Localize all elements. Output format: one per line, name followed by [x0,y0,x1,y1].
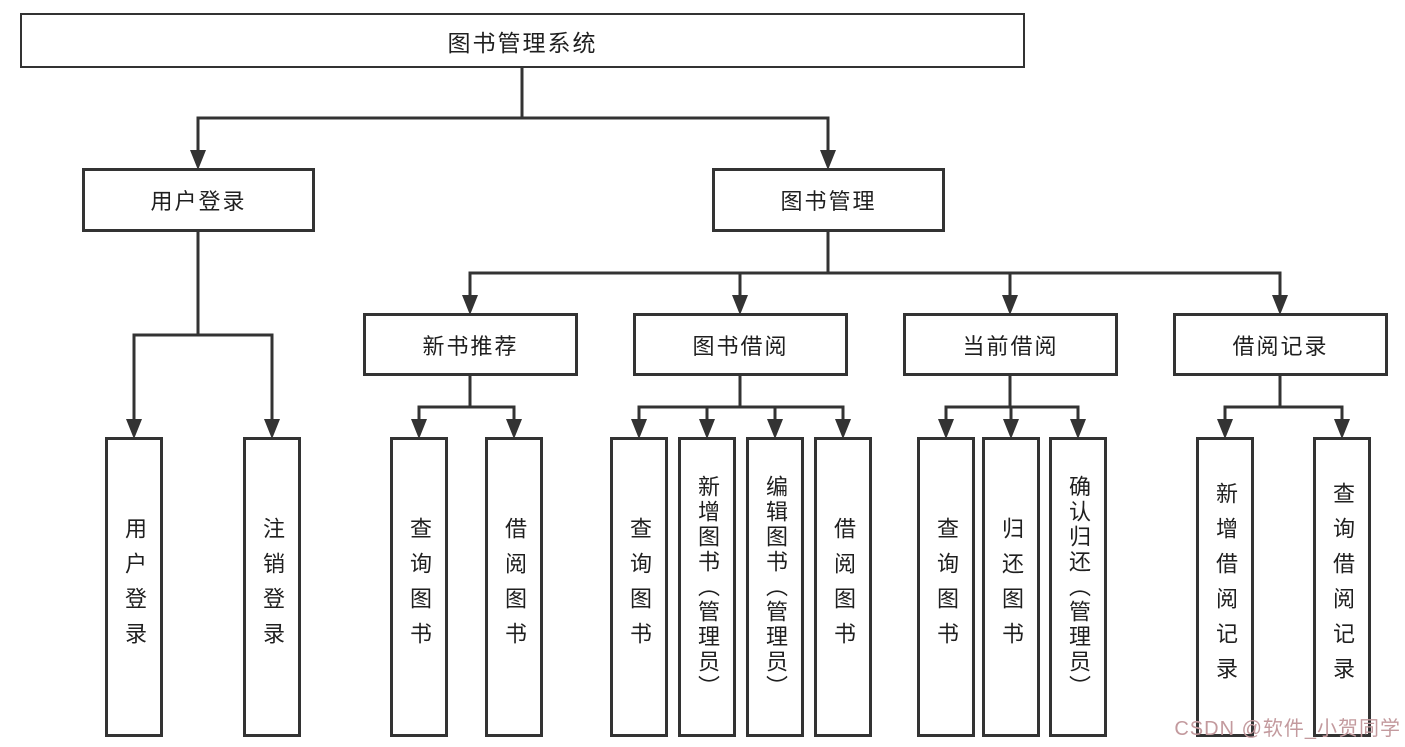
leaf-borrow-books: 借阅图书 [814,437,872,737]
node-book-management: 图书管理 [712,168,945,232]
node-user-login: 用户登录 [82,168,315,232]
leaf-logout: 注销登录 [243,437,301,737]
node-book-borrow: 图书借阅 [633,313,848,376]
leaf-confirm-return-admin: 确认归还（管理员） [1049,437,1107,737]
leaf-query-books-recommend: 查询图书 [390,437,448,737]
leaf-add-borrow-record: 新增借阅记录 [1196,437,1254,737]
leaf-query-borrow-record: 查询借阅记录 [1313,437,1371,737]
leaf-edit-book-admin: 编辑图书（管理员） [746,437,804,737]
leaf-query-books-borrow: 查询图书 [610,437,668,737]
csdn-watermark: CSDN @软件_小贺同学 [1174,718,1401,740]
leaf-borrow-books-recommend: 借阅图书 [485,437,543,737]
leaf-user-login: 用户登录 [105,437,163,737]
leaf-return-book: 归还图书 [982,437,1040,737]
node-current-borrow: 当前借阅 [903,313,1118,376]
node-new-book-recommend: 新书推荐 [363,313,578,376]
node-library-system: 图书管理系统 [20,13,1025,68]
leaf-query-books-current: 查询图书 [917,437,975,737]
node-borrow-records: 借阅记录 [1173,313,1388,376]
leaf-add-book-admin: 新增图书（管理员） [678,437,736,737]
